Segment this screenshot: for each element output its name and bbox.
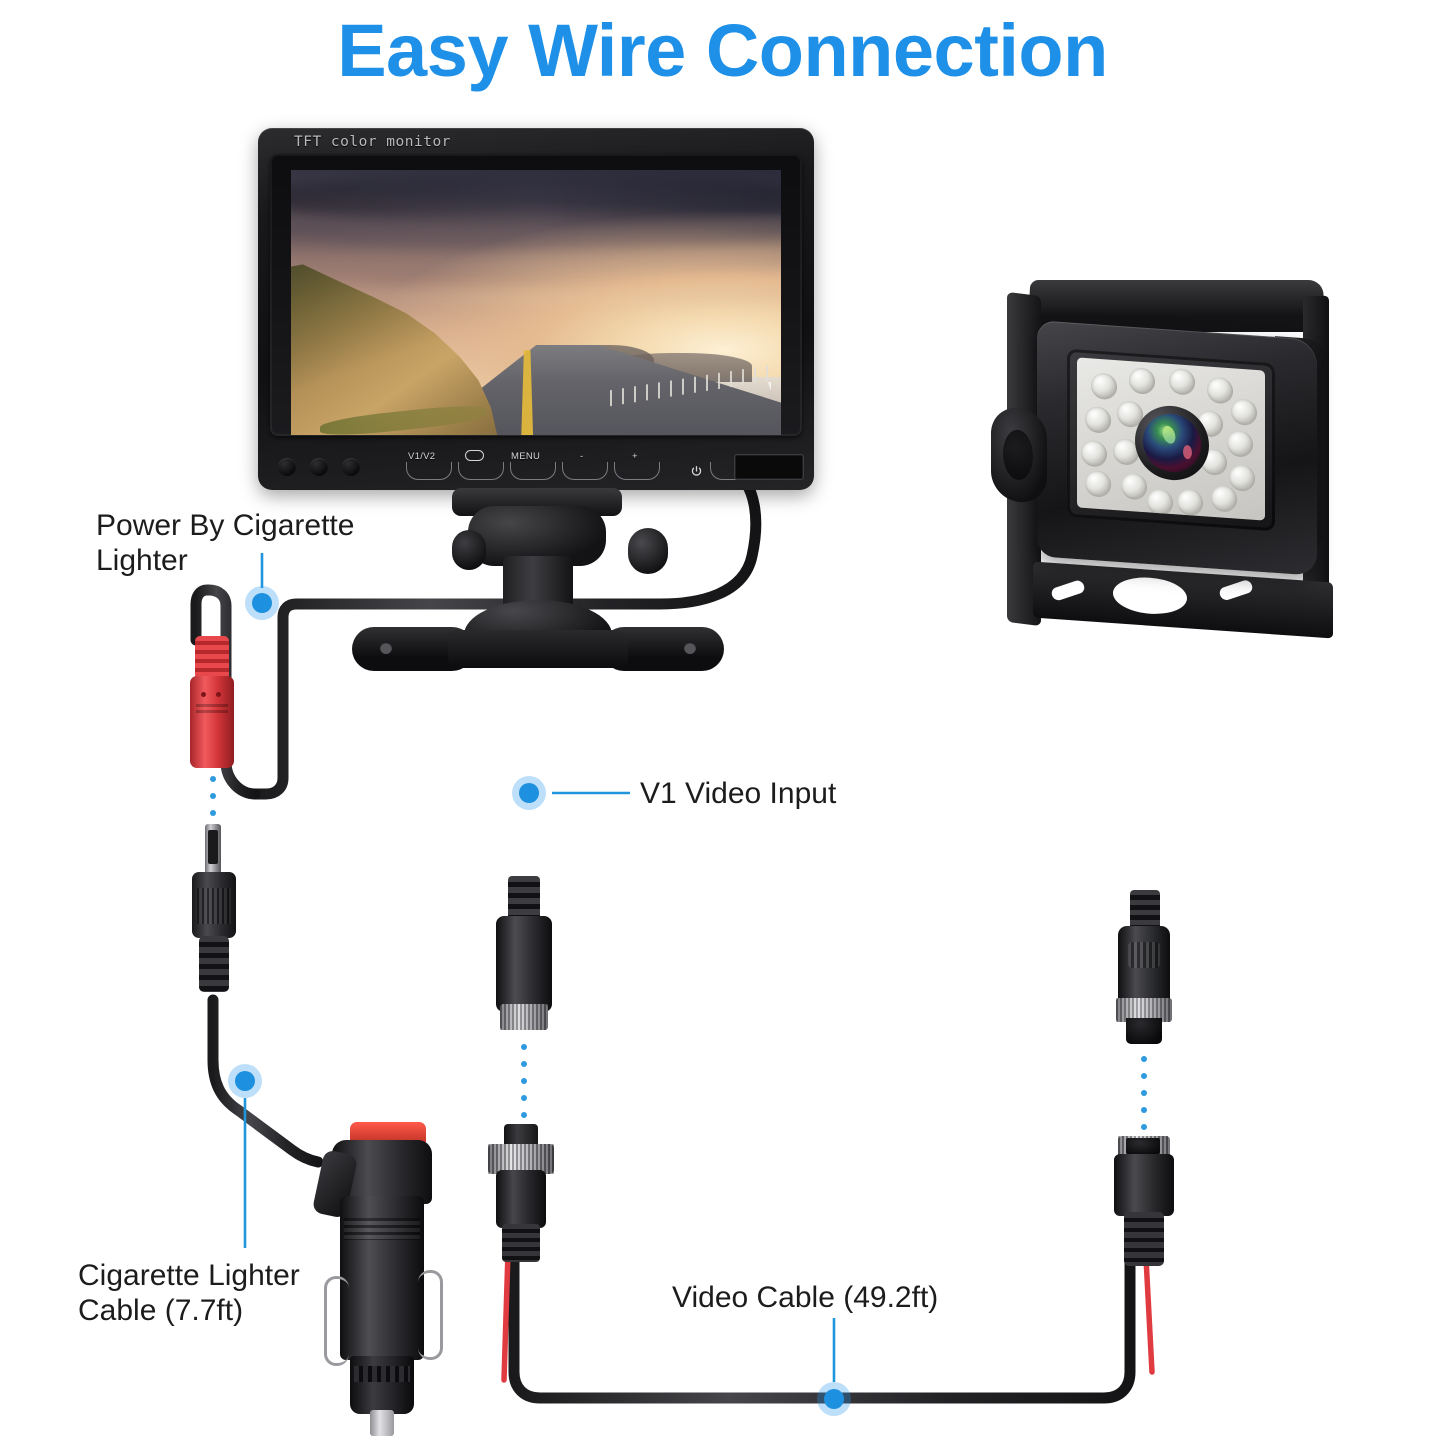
- v1v2-button[interactable]: [406, 462, 452, 480]
- aviation-connector-cable-left: [482, 1124, 562, 1264]
- callout-video-cable: Video Cable (49.2ft): [672, 1281, 939, 1314]
- ir-sensor-icon: [342, 458, 360, 476]
- page-title: Easy Wire Connection: [337, 9, 1108, 92]
- mount-base-plate: [352, 626, 724, 672]
- screen-cloud: [291, 212, 781, 247]
- cigarette-lighter-plug: [311, 1118, 448, 1438]
- v1v2-button-label: V1/V2: [408, 451, 436, 462]
- screen-cloud: [291, 175, 781, 223]
- backup-camera: [985, 272, 1357, 672]
- red-dc-jack: [186, 636, 238, 768]
- callout-dot-video-input[interactable]: [512, 776, 546, 810]
- screen-road-line: [521, 350, 534, 435]
- callout-dot-video-cable[interactable]: [817, 1382, 851, 1416]
- speaker-hole-icon: [278, 458, 296, 476]
- camera-lens-glass: [1143, 411, 1201, 475]
- video-port: [734, 454, 804, 480]
- mount-knob-left[interactable]: [452, 530, 486, 570]
- menu-button-label: MENU: [511, 451, 541, 462]
- camera-hinge-bolt[interactable]: [1003, 428, 1033, 482]
- mount-plate-core: [448, 630, 628, 668]
- power-icon: [690, 465, 703, 478]
- plus-button-label: +: [632, 451, 638, 462]
- minus-button-label: -: [580, 451, 584, 462]
- mount-screw-hole: [684, 642, 696, 654]
- callout-v1-video-input: V1 Video Input: [640, 777, 837, 810]
- menu-button[interactable]: [510, 462, 556, 480]
- monitor-button-bar: V1/V2 MENU - +: [258, 438, 814, 490]
- monitor-screen: [291, 170, 781, 435]
- monitor-brand-text: TFT color monitor: [294, 134, 451, 150]
- callout-dot-power[interactable]: [245, 586, 279, 620]
- lens-reflection: [1160, 424, 1178, 445]
- tft-monitor: TFT color monitor V1/V2: [258, 128, 814, 490]
- black-dc-plug: [186, 824, 242, 1004]
- minus-button[interactable]: [562, 462, 608, 480]
- aviation-connector-camera-side: [1108, 890, 1180, 1052]
- callout-dot-cigarette-cable[interactable]: [228, 1064, 262, 1098]
- screen-cloud: [291, 249, 781, 274]
- bracket-slot: [1049, 578, 1087, 602]
- mount-knob-right[interactable]: [628, 528, 668, 574]
- bracket-oval-hole: [1113, 575, 1187, 617]
- lens-reflection: [1183, 444, 1192, 460]
- mount-screw-hole: [380, 642, 392, 654]
- aviation-connector-cable-right: [1104, 1136, 1184, 1268]
- callout-power-by-cigarette-lighter: Power By Cigarette Lighter: [96, 509, 355, 578]
- camera-hinge: [991, 405, 1047, 505]
- screen-cloud: [291, 286, 781, 306]
- select-button[interactable]: [458, 462, 504, 480]
- plus-button[interactable]: [614, 462, 660, 480]
- callout-cigarette-lighter-cable: Cigarette Lighter Cable (7.7ft): [78, 1259, 300, 1328]
- speaker-hole-icon: [310, 458, 328, 476]
- bracket-slot: [1217, 578, 1255, 602]
- oval-icon: [465, 450, 484, 461]
- aviation-connector-monitor-side: [486, 876, 562, 1040]
